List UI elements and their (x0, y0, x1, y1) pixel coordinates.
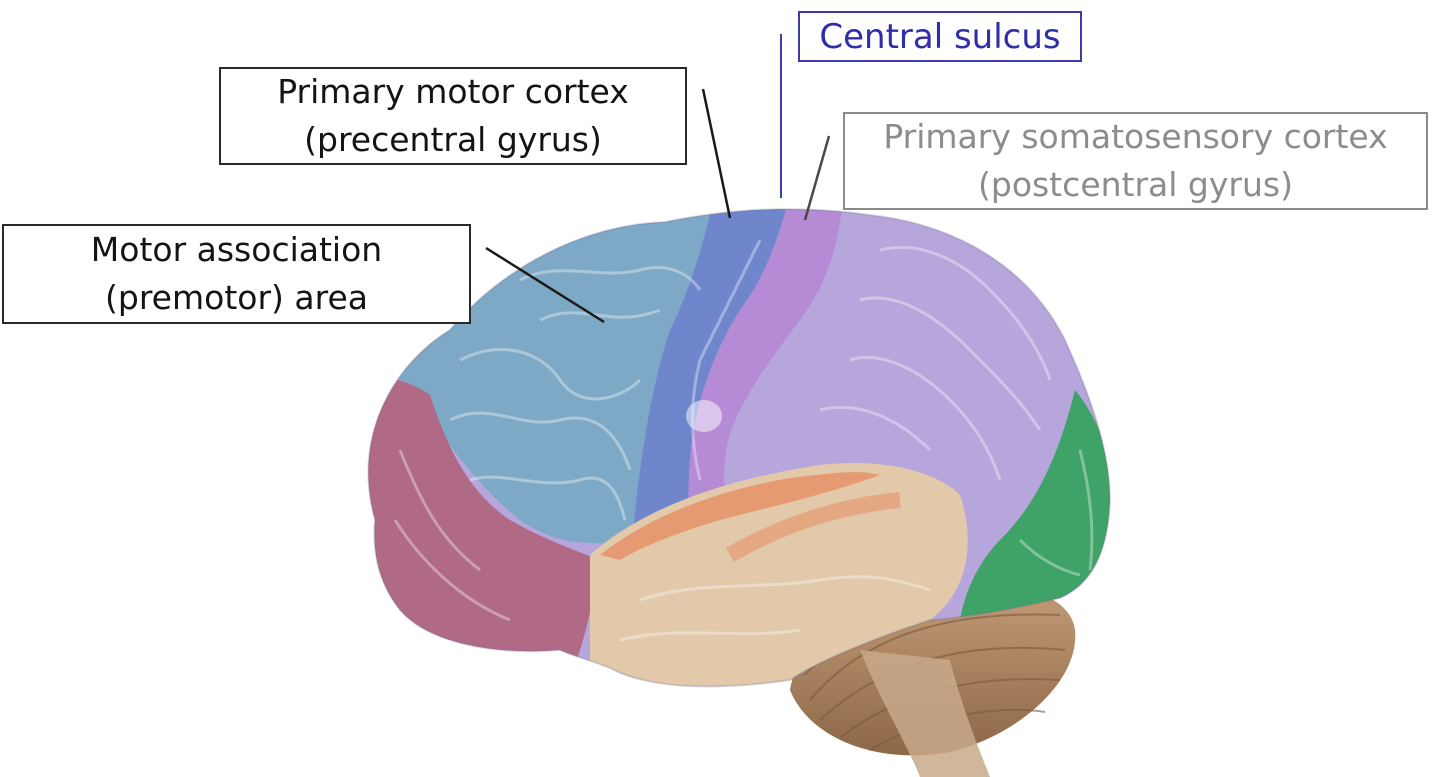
primary-motor-pointer (701, 88, 732, 219)
central-sulcus-label: Central sulcus (798, 11, 1082, 62)
primary-motor-cortex-line1: Primary motor cortex (277, 72, 629, 111)
primary-motor-region (632, 209, 795, 540)
primary-motor-cortex-line2: (precentral gyrus) (304, 120, 602, 159)
central-sulcus-text: Central sulcus (819, 16, 1061, 57)
premotor-pointer (485, 246, 605, 324)
motor-association-line1: Motor association (90, 230, 383, 269)
motor-association-line2: (premotor) area (105, 278, 368, 317)
primary-somatosensory-cortex-label: Primary somatosensory cortex (postcentra… (843, 112, 1428, 210)
primary-motor-cortex-label: Primary motor cortex (precentral gyrus) (219, 67, 687, 165)
somatosensory-region (688, 209, 845, 515)
auditory-region (600, 472, 880, 560)
gyri-texture (393, 239, 1094, 642)
motor-association-label: Motor association (premotor) area (2, 224, 471, 324)
brain-stem (860, 650, 990, 777)
somatosensory-line2: (postcentral gyrus) (978, 165, 1293, 204)
somatosensory-pointer (803, 135, 831, 221)
somatosensory-line1: Primary somatosensory cortex (883, 117, 1388, 156)
occipital-region (960, 390, 1110, 620)
